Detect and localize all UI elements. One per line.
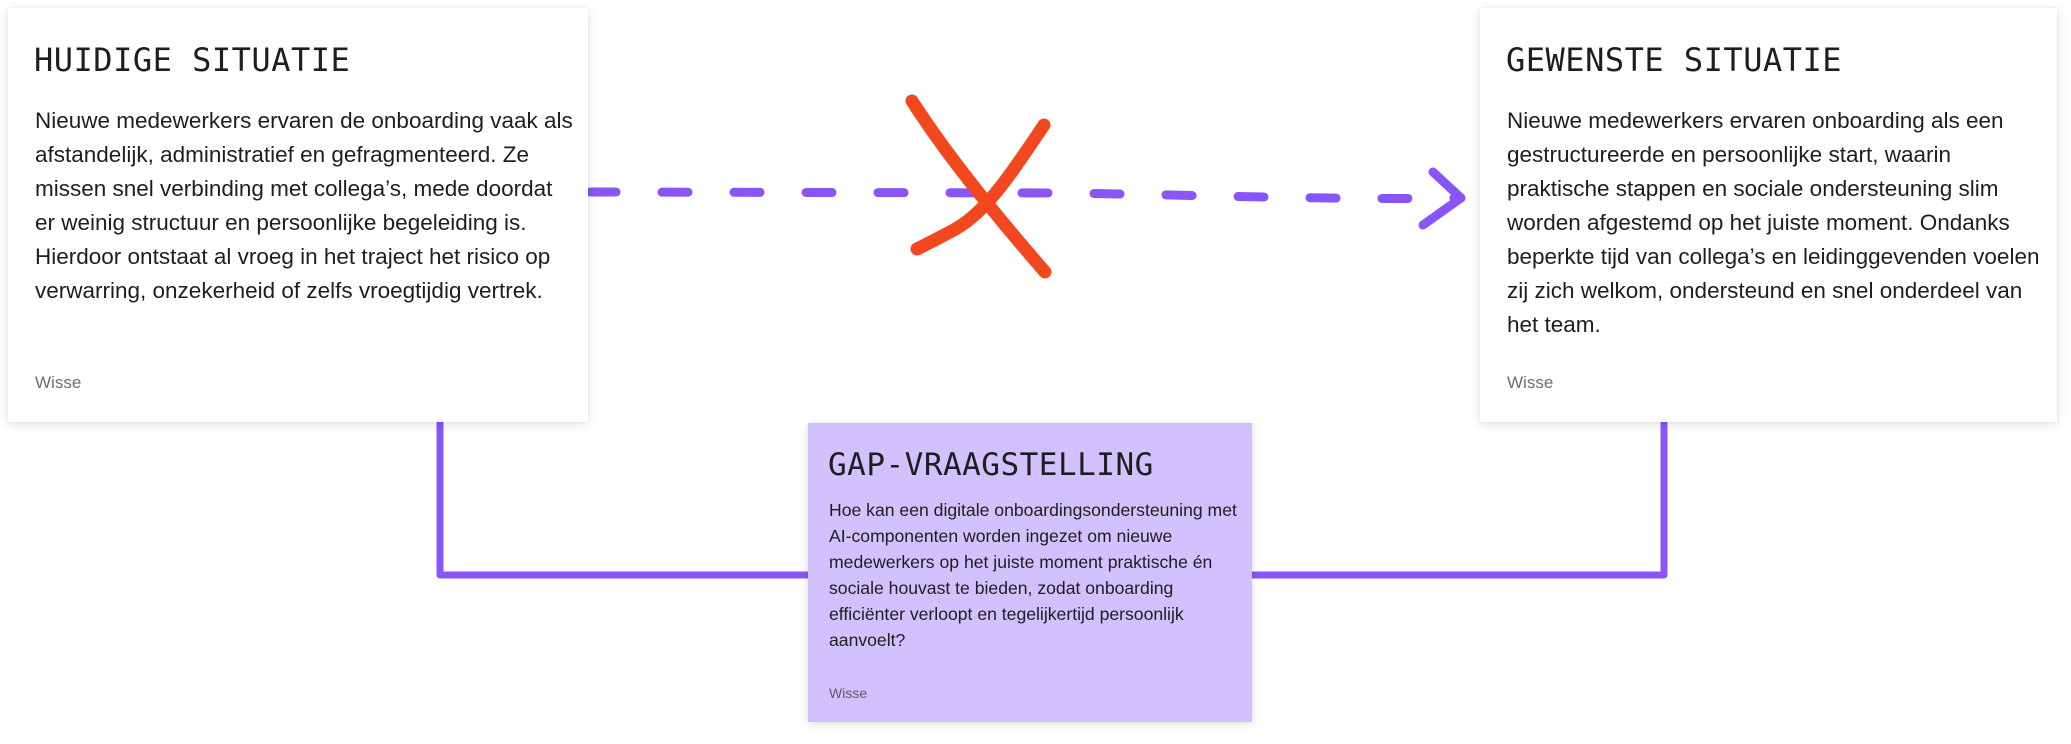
card-author: Wisse <box>1507 373 1554 392</box>
sticky-note-huidige-situatie[interactable]: HUIDIGE SITUATIE Nieuwe medewerkers erva… <box>8 8 588 422</box>
card-title: GEWENSTE SITUATIE <box>1506 41 1843 79</box>
card-author: Wisse <box>829 685 868 701</box>
huidige-gap-connector <box>436 416 812 579</box>
card-body-text: Nieuwe medewerkers ervaren de onboarding… <box>35 108 573 303</box>
arrowhead-icon <box>1418 167 1466 230</box>
card-title: GAP-VRAAGSTELLING <box>828 447 1154 483</box>
card-body-text: Hoe kan een digitale onboardingsonderste… <box>829 500 1237 650</box>
gewenste-gap-connector <box>1248 416 1668 579</box>
cross-icon <box>905 94 1052 279</box>
card-title: HUIDIGE SITUATIE <box>34 41 351 79</box>
card-body-text: Nieuwe medewerkers ervaren onboarding al… <box>1507 108 2040 337</box>
dashed-arrow-connector <box>585 187 1466 203</box>
sticky-note-gewenste-situatie[interactable]: GEWENSTE SITUATIE Nieuwe medewerkers erv… <box>1480 8 2057 422</box>
card-author: Wisse <box>35 373 82 392</box>
sticky-note-gap-vraagstelling[interactable]: GAP-VRAAGSTELLING Hoe kan een digitale o… <box>808 423 1252 722</box>
